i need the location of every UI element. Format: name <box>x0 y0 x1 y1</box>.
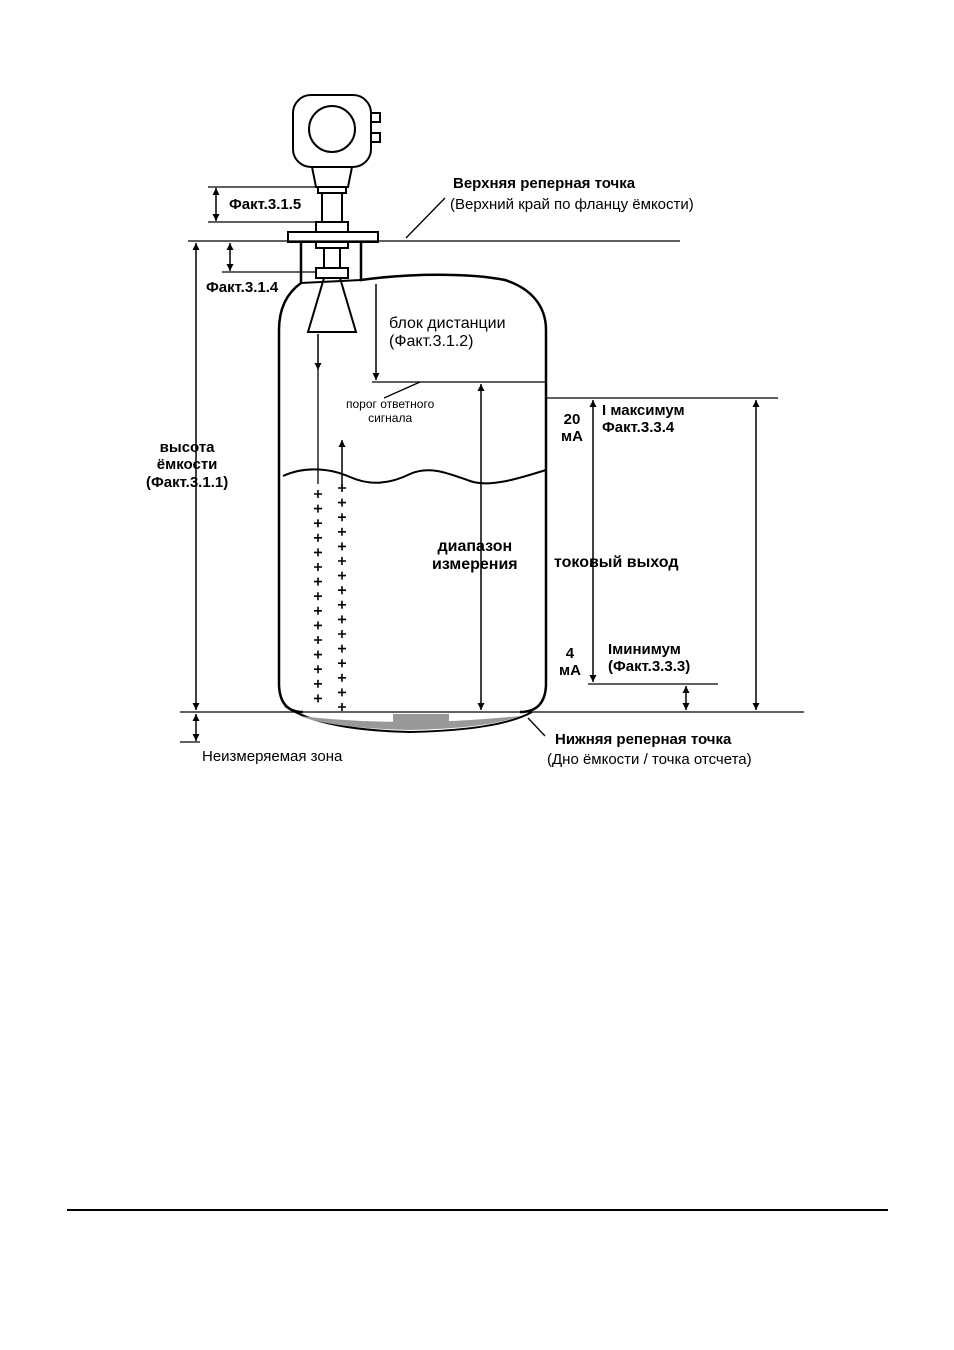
signal-plus-mark <box>338 600 346 609</box>
signal-plus-mark <box>314 504 322 513</box>
signal-plus-mark <box>338 688 346 697</box>
lower-reference-title: Нижняя реперная точка <box>555 731 732 748</box>
signal-plus-mark <box>338 703 346 711</box>
label-distance-block: блок дистанции (Факт.3.1.2) <box>389 315 506 351</box>
signal-plus-mark <box>314 519 322 528</box>
sediment-patch <box>393 714 449 728</box>
signal-plus-mark <box>314 592 322 601</box>
signal-plus-mark <box>314 490 322 498</box>
signal-plus-mark <box>338 542 346 551</box>
label-i-min: Iминимум (Факт.3.3.3) <box>608 641 691 676</box>
label-i-max: I максимум Факт.3.3.4 <box>602 402 685 437</box>
upper-reference-title: Верхняя реперная точка <box>453 175 636 192</box>
signal-plus-mark <box>338 615 346 624</box>
liquid-surface <box>282 468 547 485</box>
lower-ref-leader <box>527 717 546 737</box>
label-dead-zone: Неизмеряемая зона <box>202 748 343 765</box>
signal-plus-mark <box>314 606 322 615</box>
signal-plus-mark <box>314 694 322 703</box>
lower-reference-subtitle: (Дно ёмкости / точка отсчета) <box>547 751 752 768</box>
label-measuring-range: диапазон измерения <box>432 538 518 574</box>
signal-plus-mark <box>314 563 322 571</box>
signal-plus-mark <box>338 673 346 682</box>
threshold-leader <box>383 381 421 399</box>
signal-plus-mark <box>314 665 322 674</box>
signal-plus-mark <box>314 650 322 659</box>
label-4ma: 4 мА <box>559 645 581 680</box>
signal-plus-mark <box>314 679 322 688</box>
signal-plus-mark <box>338 586 346 595</box>
signal-plus-mark <box>338 571 346 580</box>
signal-plus-mark <box>314 621 322 630</box>
label-20ma: 20 мА <box>561 411 583 446</box>
label-current-output: токовый выход <box>554 554 679 571</box>
nozzle-base <box>300 279 362 284</box>
label-fakt-314: Факт.3.1.4 <box>206 279 279 296</box>
antenna <box>306 241 358 333</box>
signal-plus-mark <box>338 513 346 522</box>
footer-rule <box>67 1209 888 1211</box>
signal-plus-column-right <box>338 484 346 711</box>
label-vessel-height: высота ёмкости (Факт.3.1.1) <box>146 439 229 491</box>
signal-plus-mark <box>338 527 346 536</box>
signal-plus-mark <box>314 533 322 542</box>
signal-plus-mark <box>338 498 346 507</box>
transmitter-housing <box>292 94 381 194</box>
signal-plus-mark <box>314 636 322 644</box>
label-fakt-315: Факт.3.1.5 <box>229 196 302 213</box>
signal-plus-mark <box>338 484 346 492</box>
signal-plus-mark <box>314 577 322 586</box>
signal-plus-mark <box>338 630 346 638</box>
signal-plus-mark <box>338 659 346 668</box>
upper-reference-subtitle: (Верхний край по фланцу ёмкости) <box>450 196 694 213</box>
upper-ref-leader <box>405 197 446 239</box>
signal-plus-mark <box>338 557 346 565</box>
label-echo-threshold: порог ответного сигнала <box>346 397 435 425</box>
signal-plus-mark <box>338 644 346 653</box>
signal-plus-column-left <box>314 490 322 703</box>
display-window-icon <box>308 105 356 153</box>
signal-plus-mark <box>314 548 322 557</box>
transmitter-neck <box>315 193 349 233</box>
